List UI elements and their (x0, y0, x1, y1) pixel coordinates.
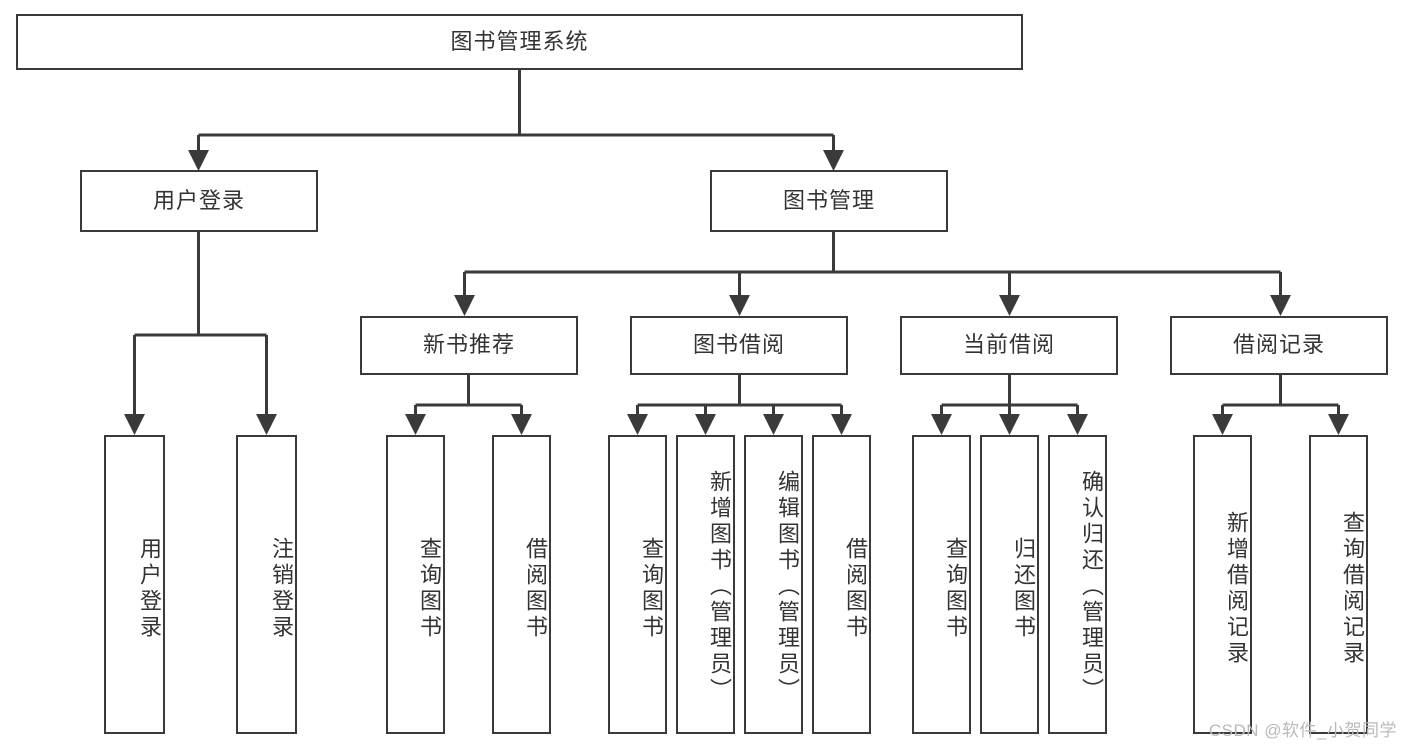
leaf-query-record-label: 查询借阅记录 (1340, 510, 1365, 667)
leaf-add-book-label: 新增图书（管理员） (707, 469, 732, 704)
leaf-edit-book[interactable]: 编辑图书（管理员） (744, 435, 803, 734)
leaf-query-book-2-label: 查询图书 (639, 536, 664, 641)
node-book-borrow[interactable]: 图书借阅 (630, 316, 848, 375)
leaf-logout-login[interactable]: 注销登录 (236, 435, 297, 734)
node-book-management-label: 图书管理 (782, 187, 875, 213)
node-current-borrow[interactable]: 当前借阅 (900, 316, 1118, 375)
node-root[interactable]: 图书管理系统 (16, 14, 1023, 70)
node-current-borrow-label: 当前借阅 (962, 332, 1055, 358)
leaf-confirm-return[interactable]: 确认归还（管理员） (1048, 435, 1107, 734)
node-root-label: 图书管理系统 (450, 28, 589, 54)
leaf-return-book[interactable]: 归还图书 (980, 435, 1039, 734)
node-new-book-recommend-label: 新书推荐 (422, 332, 515, 358)
leaf-borrow-book-1[interactable]: 借阅图书 (492, 435, 551, 734)
node-book-borrow-label: 图书借阅 (692, 332, 785, 358)
node-user-login[interactable]: 用户登录 (80, 170, 318, 232)
node-book-management[interactable]: 图书管理 (710, 170, 948, 232)
leaf-query-book-1-label: 查询图书 (417, 536, 442, 641)
leaf-logout-login-label: 注销登录 (269, 536, 294, 641)
leaf-borrow-book-1-label: 借阅图书 (523, 536, 548, 641)
leaf-query-book-3-label: 查询图书 (943, 536, 968, 641)
leaf-add-record[interactable]: 新增借阅记录 (1193, 435, 1252, 734)
leaf-query-book-3[interactable]: 查询图书 (912, 435, 971, 734)
node-new-book-recommend[interactable]: 新书推荐 (360, 316, 578, 375)
csdn-watermark: CSDN @软件_小贺同学 (1208, 721, 1397, 740)
leaf-add-record-label: 新增借阅记录 (1224, 510, 1249, 667)
leaf-borrow-book-2-label: 借阅图书 (843, 536, 868, 641)
leaf-query-book-1[interactable]: 查询图书 (386, 435, 445, 734)
leaf-user-login-label: 用户登录 (137, 536, 162, 641)
leaf-add-book[interactable]: 新增图书（管理员） (676, 435, 735, 734)
leaf-borrow-book-2[interactable]: 借阅图书 (812, 435, 871, 734)
leaf-confirm-return-label: 确认归还（管理员） (1079, 469, 1104, 704)
leaf-return-book-label: 归还图书 (1011, 536, 1036, 641)
leaf-edit-book-label: 编辑图书（管理员） (775, 469, 800, 704)
node-user-login-label: 用户登录 (152, 187, 245, 213)
node-borrow-record-label: 借阅记录 (1232, 332, 1325, 358)
leaf-user-login[interactable]: 用户登录 (104, 435, 165, 734)
leaf-query-record[interactable]: 查询借阅记录 (1309, 435, 1368, 734)
leaf-query-book-2[interactable]: 查询图书 (608, 435, 667, 734)
node-borrow-record[interactable]: 借阅记录 (1170, 316, 1388, 375)
